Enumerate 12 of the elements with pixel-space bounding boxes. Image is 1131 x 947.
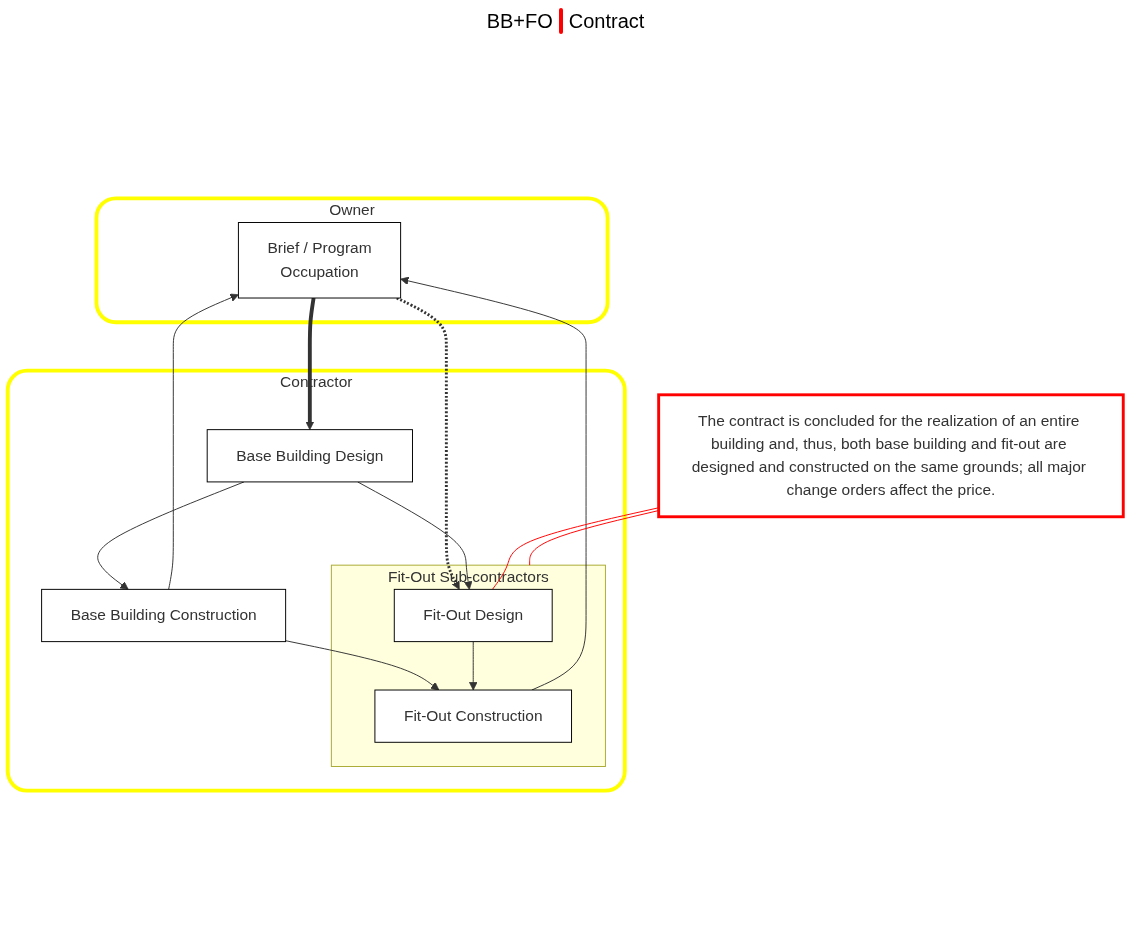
connector bbox=[492, 507, 660, 590]
connector bbox=[529, 510, 660, 566]
node-box: Base Building Design bbox=[206, 429, 413, 483]
contract-label: BB+FO bbox=[486, 9, 553, 33]
node-box: Fit-Out Design bbox=[393, 588, 553, 643]
node-box: Brief / Program Occupation bbox=[237, 222, 402, 299]
arrow bbox=[305, 297, 316, 431]
node-box: The contract is concluded for the realization of an entire building and, thus, both base building and fit-out are designed and constructed on the same grounds; all major change orders affect the price. bbox=[657, 393, 1125, 519]
node-box: Base Building Construction bbox=[41, 588, 287, 643]
arrow bbox=[396, 296, 460, 590]
node-box: Fit-Out Construction bbox=[374, 689, 573, 743]
contract-label: Contract bbox=[568, 9, 645, 33]
